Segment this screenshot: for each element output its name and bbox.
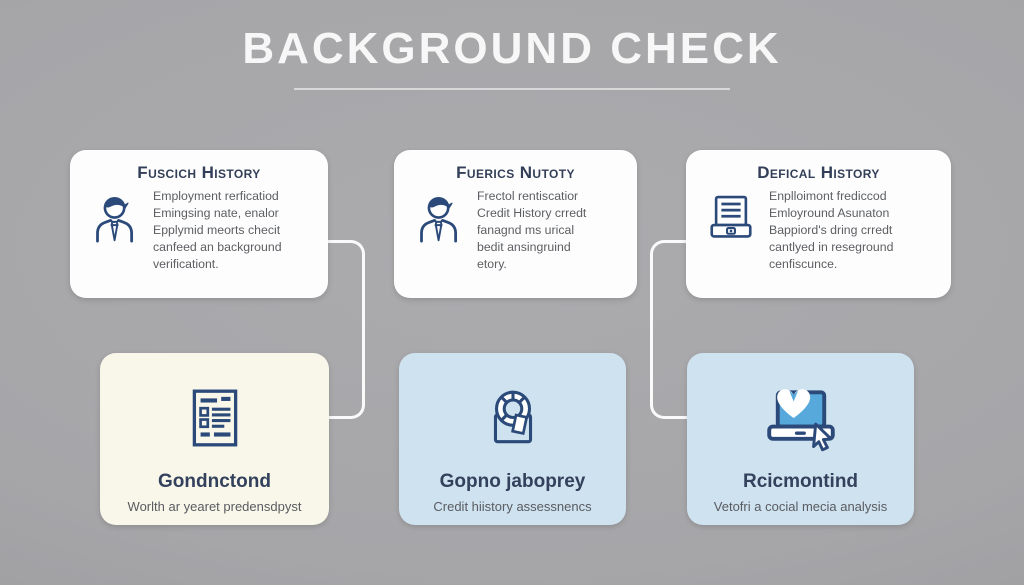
bottom-card-subtitle: Credit hiistory assessnencs (433, 499, 592, 514)
title-underline (294, 88, 730, 90)
card-title: Fuerics Nutoty (456, 163, 575, 182)
page-title: BACKGROUND CHECK (242, 24, 782, 73)
card-body-text: Enplloimont frediccod Emloyround Asunato… (769, 189, 894, 271)
lifebuoy-icon (480, 367, 546, 469)
card-record-history: Defical History Enplloimont frediccod Em… (686, 150, 951, 298)
printer-icon (700, 188, 762, 246)
document-form-icon (182, 367, 248, 469)
person-tie-icon (84, 188, 146, 252)
card-title: Fuscich History (137, 163, 261, 182)
connector-left (322, 240, 365, 419)
bottom-card-title: Rcicmontind (742, 471, 859, 492)
card-body-text: Employment rerficatiod Emingsing nate, e… (153, 189, 282, 271)
bottom-card-title: Gopno jaboprey (439, 471, 586, 492)
card-credit-assessment: Gopno jaboprey Credit hiistory assessnen… (399, 353, 626, 525)
card-body-text: Frectol rentiscatior Credit History crre… (477, 189, 587, 271)
bottom-card-title: Gondnctond (158, 471, 271, 492)
card-report: Gondnctond Worlth ar yearet predensdpyst (100, 353, 329, 525)
connector-right (650, 240, 689, 419)
card-social-media: Rcicmontind Vetofri a cocial mecia analy… (687, 353, 914, 525)
bottom-card-subtitle: Vetofri a cocial mecia analysis (713, 499, 888, 514)
laptop-heart-cursor-icon (757, 367, 845, 469)
card-title: Defical History (757, 163, 880, 182)
bottom-card-subtitle: Worlth ar yearet predensdpyst (127, 499, 302, 514)
person-tie-icon (408, 188, 470, 252)
card-credit-history: Fuerics Nutoty Frectol rentiscatior Cred… (394, 150, 637, 298)
card-employment-history: Fuscich History Employment rerficatiod E… (70, 150, 328, 298)
